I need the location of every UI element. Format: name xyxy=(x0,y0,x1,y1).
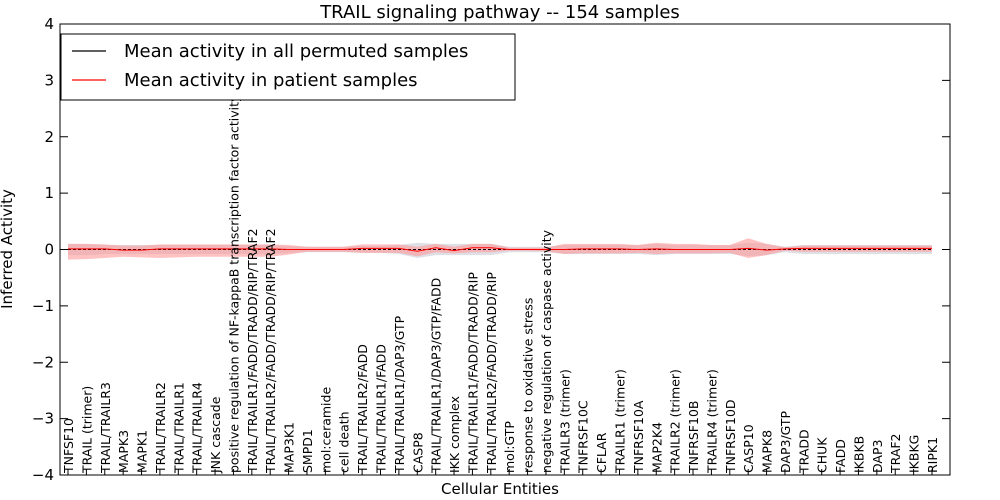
x-tick-label: positive regulation of NF-kappaB transcr… xyxy=(226,94,241,473)
x-tick-label: SMPD1 xyxy=(300,429,315,473)
x-tick-label: mol:GTP xyxy=(502,421,517,473)
x-tick-label: mol:ceramide xyxy=(318,387,333,473)
x-tick-label: TNFRSF10C xyxy=(576,400,591,474)
x-tick-label: TNFSF10 xyxy=(61,418,76,474)
x-axis-label: Cellular Entities xyxy=(441,480,559,498)
series-lines xyxy=(68,247,932,252)
plot-frame xyxy=(59,23,951,476)
x-tick-label: TRAIL/TRAILR4 xyxy=(190,382,205,474)
x-tick-label: TRADD xyxy=(796,429,811,474)
series-line-1 xyxy=(68,247,932,252)
x-tick-label: IKK complex xyxy=(447,396,462,473)
x-tick-label: MAPK8 xyxy=(760,430,775,473)
x-tick-label: CFLAR xyxy=(594,432,609,473)
x-tick-label: TRAIL/TRAILR1/DAP3/GTP xyxy=(392,315,407,474)
x-tick-label: TRAIL/TRAILR2/FADD/TRADD/RIP xyxy=(484,272,499,474)
y-axis-label: Inferred Activity xyxy=(0,189,16,309)
x-tick-label: MAPK1 xyxy=(135,430,150,473)
x-tick-label: TRAIL/TRAILR2/FADD/TRADD/RIP/TRAF2 xyxy=(263,228,278,474)
x-tick-label: TNFRSF10D xyxy=(723,399,738,474)
x-tick-label: IKBKB xyxy=(852,436,867,473)
legend-label-0: Mean activity in all permuted samples xyxy=(124,41,468,62)
x-tick-label: TRAF2 xyxy=(888,433,903,474)
x-tick-label: TNFRSF10A xyxy=(631,400,646,474)
y-tick-label: −3 xyxy=(32,410,54,428)
x-tick-label: TRAIL/TRAILR3 xyxy=(98,382,113,474)
x-tick-label: RIPK1 xyxy=(925,437,940,473)
x-tick-label: IKBKG xyxy=(907,435,922,473)
y-tick-label: 2 xyxy=(44,128,54,146)
x-tick-label: TRAILR1 (trimer) xyxy=(613,369,628,474)
legend: Mean activity in all permuted samplesMea… xyxy=(60,33,516,101)
x-tick-label: CHUK xyxy=(815,437,830,473)
x-tick-label: TRAIL/TRAILR2 xyxy=(153,382,168,474)
legend-label-1: Mean activity in patient samples xyxy=(124,70,418,91)
x-tick-label: TRAIL/TRAILR1/DAP3/GTP/FADD xyxy=(429,278,444,474)
y-tick-label: 0 xyxy=(44,241,54,259)
x-tick-label: TRAILR4 (trimer) xyxy=(704,369,719,474)
x-tick-label: FADD xyxy=(833,439,848,473)
x-tick-label: MAPK3 xyxy=(116,430,131,473)
x-tick-label: TRAIL/TRAILR1/FADD/TRADD/RIP xyxy=(465,272,480,474)
y-tick-label: −2 xyxy=(32,353,54,371)
x-tick-label: TRAIL/TRAILR2/FADD xyxy=(355,344,370,474)
x-tick-label: TRAIL/TRAILR1/FADD xyxy=(374,344,389,474)
chart-title: TRAIL signaling pathway -- 154 samples xyxy=(319,2,680,23)
x-tick-label: TNFRSF10B xyxy=(686,401,701,474)
y-tick-label: 1 xyxy=(44,184,54,202)
legend-box xyxy=(60,33,516,101)
y-tick-label: −4 xyxy=(32,466,54,484)
x-tick-label: TRAILR2 (trimer) xyxy=(668,369,683,474)
x-tick-label: response to oxidative stress xyxy=(521,298,536,473)
x-tick-label: TRAILR3 (trimer) xyxy=(557,369,572,474)
x-tick-label: TRAIL/TRAILR1/FADD/TRADD/RIP/TRAF2 xyxy=(245,228,260,474)
x-tick-label: CASP8 xyxy=(410,432,425,473)
x-tick-label: MAP2K4 xyxy=(649,422,664,473)
x-tick-label: JNK cascade xyxy=(208,396,223,474)
x-tick-label: cell death xyxy=(337,411,352,473)
x-tick-label: TRAIL/TRAILR1 xyxy=(171,382,186,474)
x-tick-label: DAP3/GTP xyxy=(778,410,793,473)
y-tick-label: 3 xyxy=(44,71,54,89)
x-tick-label: TRAIL (trimer) xyxy=(79,386,94,474)
y-tick-label: −1 xyxy=(32,297,54,315)
x-tick-label: negative regulation of caspase activity xyxy=(539,229,554,473)
y-tick-label: 4 xyxy=(44,15,54,33)
x-tick-label: CASP10 xyxy=(741,424,756,473)
x-tick-label: DAP3 xyxy=(870,440,885,473)
x-tick-label: MAP3K1 xyxy=(282,422,297,473)
